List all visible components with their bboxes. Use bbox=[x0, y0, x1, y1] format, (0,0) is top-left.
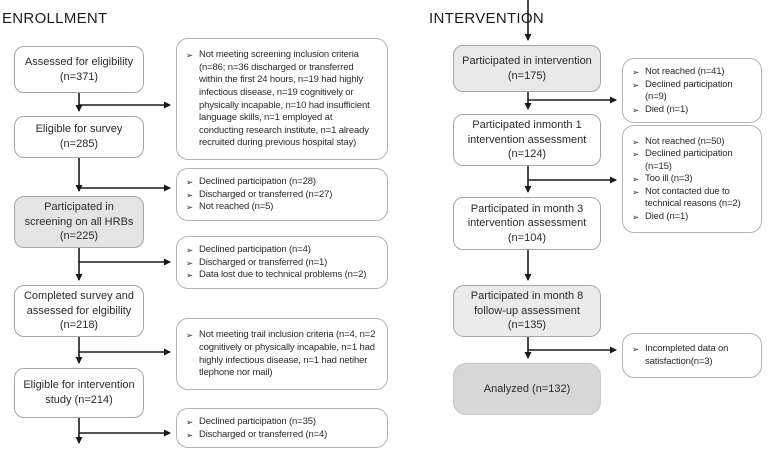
exclusion-box-survey-dropout: ➢ Declined participation (n=28) ➢ Discharge… bbox=[176, 168, 388, 221]
arrow-bullet-icon: ➢ bbox=[632, 174, 639, 185]
arrow-bullet-icon: ➢ bbox=[186, 177, 193, 187]
exclusion-text: Discharged or transferred (n=27) bbox=[199, 188, 333, 200]
exclusion-item: ➢ Not meeting screening inclusion criteri… bbox=[186, 49, 379, 149]
arrow-bullet-icon: ➢ bbox=[632, 79, 639, 90]
arrow-bullet-icon: ➢ bbox=[632, 104, 639, 115]
node-month8-followup: Participated in month 8 follow-up assess… bbox=[453, 285, 601, 337]
exclusion-box-satisfaction-data: ➢ Incompleted data on satisfaction(n=3) bbox=[622, 333, 762, 378]
arrow-bullet-icon: ➢ bbox=[186, 429, 193, 440]
exclusion-text: Died (n=1) bbox=[645, 210, 689, 222]
arrow-bullet-icon: ➢ bbox=[186, 330, 193, 341]
exclusion-text: Declined participation (n=35) bbox=[199, 416, 316, 427]
arrow-bullet-icon: ➢ bbox=[632, 344, 639, 355]
node-month3-assessment: Participated in month 3 intervention ass… bbox=[453, 197, 601, 250]
node-month1-assessment: Participated inmonth 1 intervention asse… bbox=[453, 114, 601, 166]
exclusion-item: ➢ Died (n=1) bbox=[632, 211, 753, 224]
exclusion-item: ➢ Discharged or transferred (n=4) bbox=[186, 429, 379, 442]
exclusion-item: ➢ Data lost due to technical problems (n=… bbox=[186, 269, 379, 282]
arrow-bullet-icon: ➢ bbox=[632, 186, 639, 197]
exclusion-item: ➢ Not contacted due to technical reasons … bbox=[632, 186, 753, 211]
arrow-bullet-icon: ➢ bbox=[632, 149, 639, 160]
node-participated-intervention: Participated in intervention (n=175) bbox=[453, 45, 601, 92]
exclusion-text: Data lost due to technical problems (n=2… bbox=[199, 269, 367, 281]
exclusion-text: Discharged or transferred (n=1) bbox=[199, 256, 328, 268]
exclusion-item: ➢ Discharged or transferred (n=27) bbox=[186, 189, 379, 202]
node-assessed-for-eligibility: Assessed for eligibility (n=371) bbox=[14, 46, 144, 93]
arrow-bullet-icon: ➢ bbox=[186, 270, 193, 281]
exclusion-text: Declined participation (n=15) bbox=[645, 148, 733, 172]
exclusion-text: Died (n=1) bbox=[645, 103, 689, 115]
exclusion-text: Declined participation (n=4) bbox=[199, 244, 311, 255]
exclusion-item: ➢ Not reached (n=50) bbox=[632, 136, 753, 149]
arrow-bullet-icon: ➢ bbox=[186, 50, 193, 61]
enrollment-arrows bbox=[75, 93, 171, 444]
exclusion-item: ➢ Declined participation (n=35) bbox=[186, 416, 379, 429]
intervention-arrows bbox=[524, 0, 617, 359]
node-analyzed: Analyzed (n=132) bbox=[453, 363, 601, 415]
exclusion-text: Declined participation (n=28) bbox=[199, 176, 316, 187]
node-eligible-for-survey: Eligible for survey (n=285) bbox=[14, 116, 144, 158]
exclusion-item: ➢ Discharged or transferred (n=1) bbox=[186, 257, 379, 270]
exclusion-text: Not reached (n=50) bbox=[645, 135, 725, 147]
exclusion-text: Incompleted data on satisfaction(n=3) bbox=[645, 343, 729, 367]
exclusion-text: Not meeting trail inclusion criteria (n=… bbox=[199, 329, 376, 379]
exclusion-text: Not reached (n=5) bbox=[199, 201, 274, 213]
arrow-bullet-icon: ➢ bbox=[632, 67, 639, 77]
exclusion-text: Not reached (n=41) bbox=[645, 66, 725, 77]
arrow-bullet-icon: ➢ bbox=[186, 417, 193, 427]
arrow-bullet-icon: ➢ bbox=[632, 211, 639, 222]
arrow-bullet-icon: ➢ bbox=[186, 257, 193, 268]
exclusion-item: ➢ Died (n=1) bbox=[632, 104, 753, 117]
node-participated-screening-hrbs: Participated in screening on all HRBs (n… bbox=[14, 196, 144, 248]
exclusion-text: Declined participation (n=9) bbox=[645, 78, 733, 103]
exclusion-box-intervention-nonreached: ➢ Not reached (n=41) ➢ Declined participati… bbox=[622, 58, 762, 124]
exclusion-box-month1-dropout: ➢ Not reached (n=50) ➢ Declined participati… bbox=[622, 125, 762, 233]
intervention-title: INTERVENTION bbox=[429, 10, 545, 27]
exclusion-item: ➢ Incompleted data on satisfaction(n=3) bbox=[632, 343, 753, 368]
exclusion-box-screening-dropout: ➢ Declined participation (n=4) ➢ Discharged… bbox=[176, 236, 388, 289]
exclusion-item: ➢ Declined participation (n=15) bbox=[632, 148, 753, 173]
node-eligible-for-intervention-study: Eligible for intervention study (n=214) bbox=[14, 368, 144, 418]
exclusion-box-intervention-dropout: ➢ Declined participation (n=35) ➢ Discharge… bbox=[176, 408, 388, 449]
exclusion-box-trial-criteria: ➢ Not meeting trail inclusion criteria (n… bbox=[176, 318, 388, 390]
exclusion-text: Not contacted due to technical reasons (… bbox=[645, 185, 741, 210]
exclusion-text: Too ill (n=3) bbox=[645, 173, 693, 185]
enrollment-title: ENROLLMENT bbox=[2, 10, 108, 27]
arrow-bullet-icon: ➢ bbox=[186, 189, 193, 200]
exclusion-box-screening-criteria: ➢ Not meeting screening inclusion criteri… bbox=[176, 38, 388, 160]
arrow-bullet-icon: ➢ bbox=[186, 202, 193, 213]
exclusion-item: ➢ Not reached (n=5) bbox=[186, 201, 379, 214]
exclusion-item: ➢ Not reached (n=41) bbox=[632, 66, 753, 79]
arrow-bullet-icon: ➢ bbox=[632, 136, 639, 147]
exclusion-item: ➢ Declined participation (n=28) bbox=[186, 176, 379, 189]
node-completed-survey: Completed survey and assessed for elgibi… bbox=[14, 285, 144, 337]
exclusion-text: Discharged or transferred (n=4) bbox=[199, 428, 328, 440]
exclusion-text: Not meeting screening inclusion criteria… bbox=[199, 49, 370, 149]
exclusion-item: ➢ Declined participation (n=4) bbox=[186, 244, 379, 257]
exclusion-item: ➢ Not meeting trail inclusion criteria (n… bbox=[186, 329, 379, 379]
exclusion-item: ➢ Too ill (n=3) bbox=[632, 173, 753, 186]
arrow-bullet-icon: ➢ bbox=[186, 245, 193, 255]
exclusion-item: ➢ Declined participation (n=9) bbox=[632, 79, 753, 104]
